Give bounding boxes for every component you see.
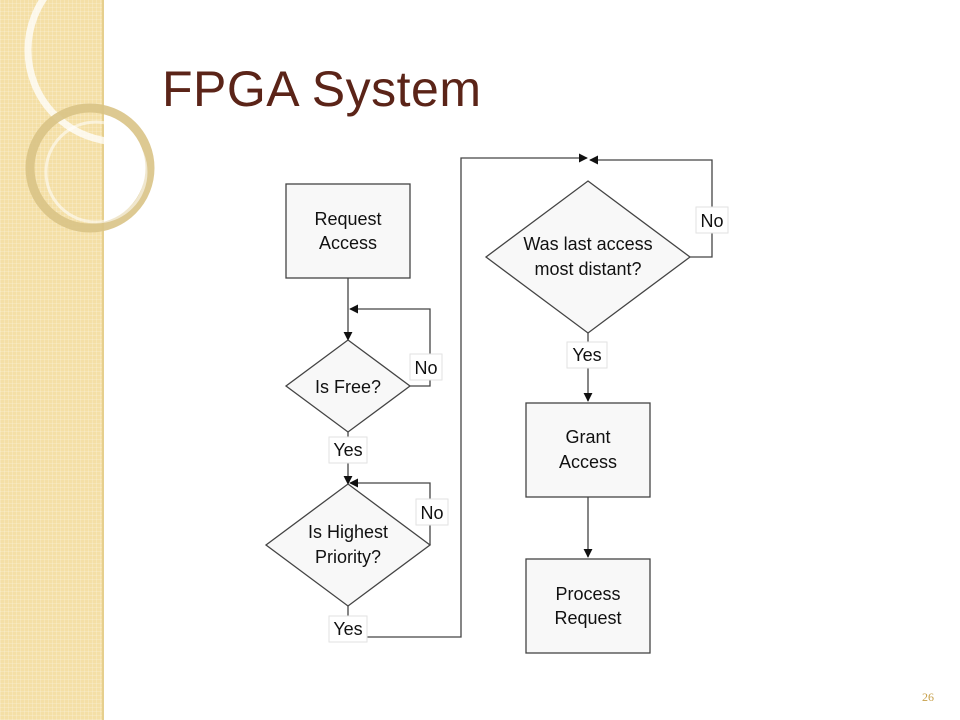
label-priority-yes: Yes bbox=[328, 615, 368, 643]
label-isfree-yes: Yes bbox=[328, 436, 368, 464]
arrow-isfree-no-loop bbox=[349, 304, 431, 387]
node-grant-access: Grant Access bbox=[525, 402, 651, 498]
label-isfree-no: No bbox=[409, 353, 443, 381]
svg-text:Access: Access bbox=[559, 452, 617, 472]
decorative-circles bbox=[24, 0, 160, 233]
node-request-access: Request Access bbox=[285, 183, 411, 279]
node-is-highest-priority: Is Highest Priority? bbox=[264, 483, 432, 607]
svg-text:Was last access: Was last access bbox=[523, 234, 652, 254]
svg-text:No: No bbox=[700, 211, 723, 231]
svg-text:Process: Process bbox=[555, 584, 620, 604]
svg-text:Yes: Yes bbox=[333, 619, 362, 639]
svg-text:No: No bbox=[414, 358, 437, 378]
svg-text:No: No bbox=[420, 503, 443, 523]
slide-title: FPGA System bbox=[162, 61, 482, 117]
node-was-last-access-most-distant: Was last access most distant? bbox=[484, 180, 692, 334]
svg-text:Request: Request bbox=[314, 209, 381, 229]
svg-text:most distant?: most distant? bbox=[534, 259, 641, 279]
node-is-free: Is Free? bbox=[284, 339, 412, 433]
svg-text:Yes: Yes bbox=[333, 440, 362, 460]
svg-text:Request: Request bbox=[554, 608, 621, 628]
svg-text:Is Free?: Is Free? bbox=[315, 377, 381, 397]
svg-text:Grant: Grant bbox=[565, 427, 610, 447]
svg-text:Yes: Yes bbox=[572, 345, 601, 365]
svg-text:Is Highest: Is Highest bbox=[308, 522, 388, 542]
label-distant-yes: Yes bbox=[566, 341, 608, 369]
label-distant-no: No bbox=[695, 206, 729, 234]
page-number: 26 bbox=[922, 690, 934, 704]
svg-text:Priority?: Priority? bbox=[315, 547, 381, 567]
node-process-request: Process Request bbox=[525, 558, 651, 654]
label-priority-no: No bbox=[415, 498, 449, 526]
svg-text:Access: Access bbox=[319, 233, 377, 253]
